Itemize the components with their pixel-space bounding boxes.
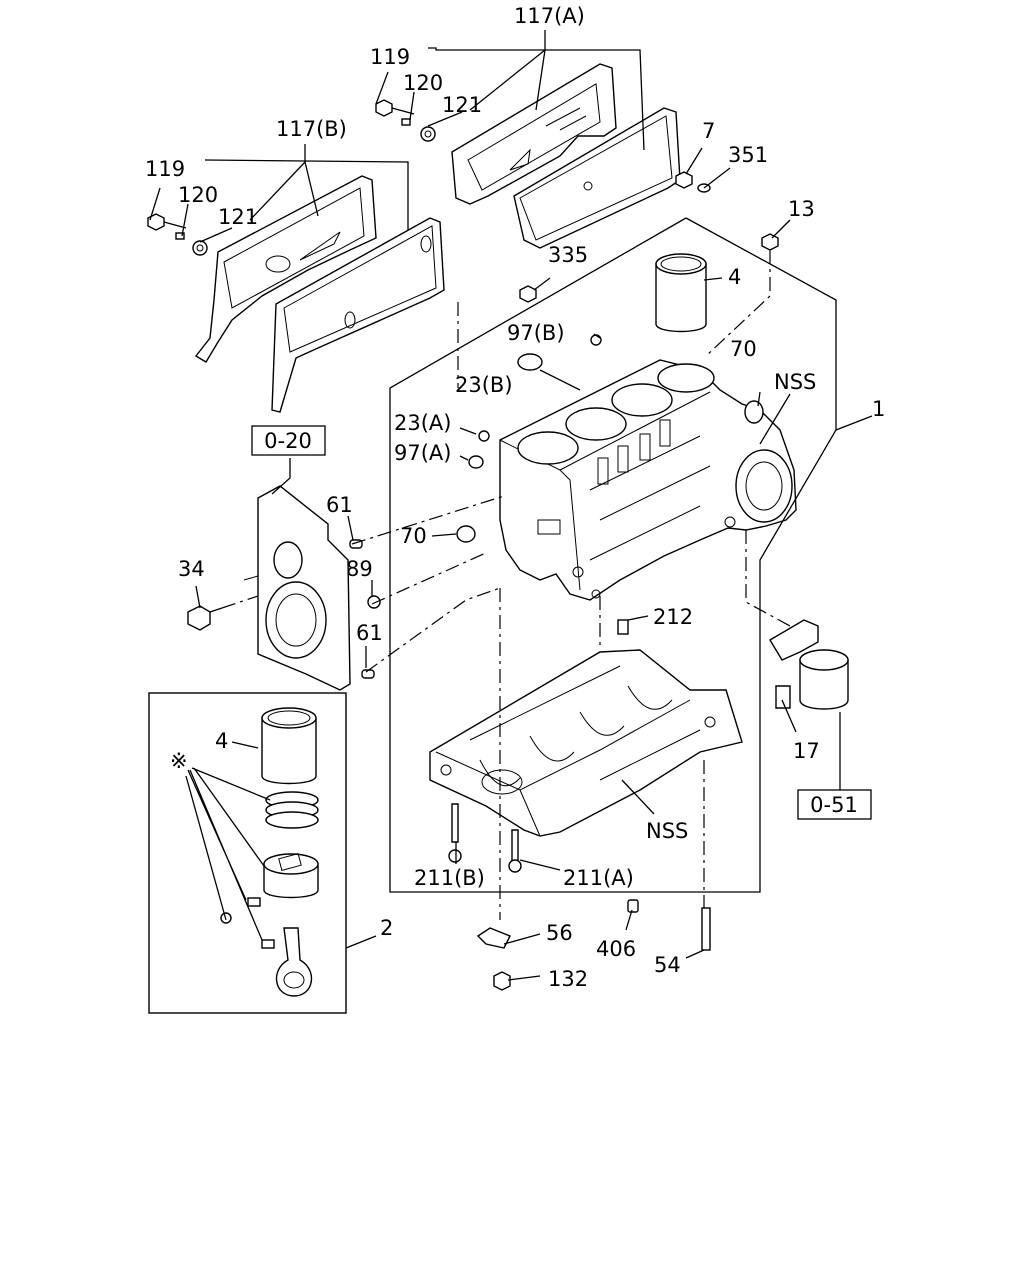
callout-13: 13 [788,197,815,221]
cover-117a [451,63,681,249]
callout-54: 54 [654,953,681,977]
callout-56: 56 [546,921,573,945]
callout-212: 212 [653,605,693,629]
callout-117a: 117(A) [514,4,585,28]
callout-4-top: 4 [728,265,741,289]
callout-7: 7 [702,119,715,143]
callout-17: 17 [793,739,820,763]
callout-34: 34 [178,557,205,581]
callout-2: 2 [380,916,393,940]
leader-lines [149,30,873,981]
ref-box-0-20-label: 0-20 [264,429,312,453]
gear-case-plate [243,485,351,691]
cover-117b [194,175,445,413]
callout-121-lower: 121 [218,205,258,229]
callout-nss-bottom: NSS [646,819,688,843]
callout-70-mid: 70 [400,524,427,548]
callout-23b: 23(B) [455,373,513,397]
callout-97a: 97(A) [394,441,451,465]
callout-70-top: 70 [730,337,757,361]
callout-89: 89 [346,557,373,581]
callout-nss-top: NSS [774,370,816,394]
small-parts [187,253,764,991]
ref-box-0-20: 0-20 [251,425,326,456]
callout-120-upper: 120 [403,71,443,95]
ref-box-0-51-label: 0-51 [810,793,858,817]
callout-61-top: 61 [326,493,353,517]
cover-fasteners [147,99,779,303]
callout-4-box: 4 [215,729,228,753]
callout-61-bottom: 61 [356,621,383,645]
callout-120-lower: 120 [178,183,218,207]
callout-121-upper: 121 [442,93,482,117]
callout-335: 335 [548,243,588,267]
cylinder-block [499,359,797,601]
callout-117b: 117(B) [276,117,347,141]
ref-box-0-51: 0-51 [797,789,872,820]
callout-labels: 117(A) 117(B) 119 120 121 119 120 121 7 … [145,4,885,991]
callout-97b: 97(B) [507,321,565,345]
callout-119-upper: 119 [370,45,410,69]
lower-crankcase [429,649,743,837]
callout-119-lower: 119 [145,157,185,181]
callout-asterisk: ※ [170,749,188,773]
piston-kit-box [148,692,347,1014]
callout-211a: 211(A) [563,866,634,890]
callout-351: 351 [728,143,768,167]
callout-1: 1 [872,397,885,421]
callout-132: 132 [548,967,588,991]
callout-211b: 211(B) [414,866,485,890]
oil-filter [769,619,849,710]
callout-406: 406 [596,937,636,961]
callout-23a: 23(A) [394,411,451,435]
